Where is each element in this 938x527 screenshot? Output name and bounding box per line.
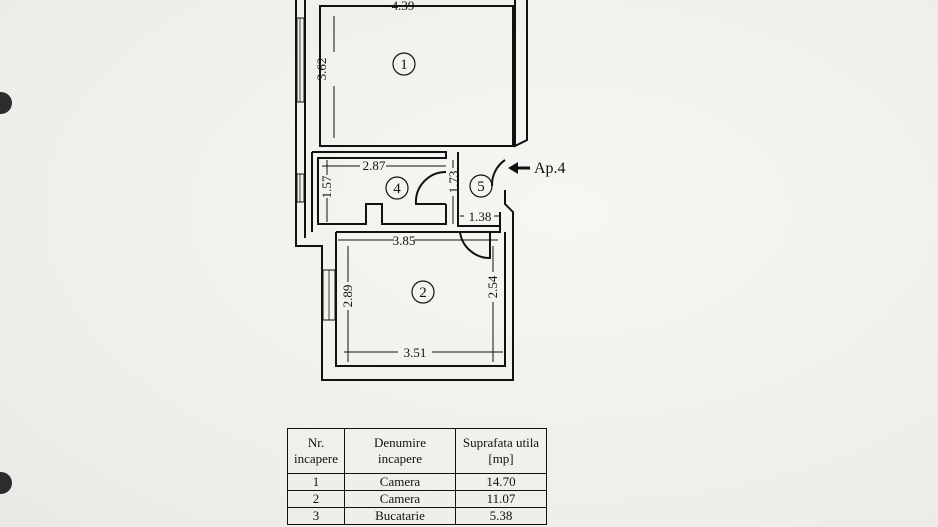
room-2-number: 2 (419, 285, 427, 301)
table-row: 2 Camera 11.07 (287, 490, 547, 508)
table-header-row: Nr. incapere Denumire incapere Suprafata… (287, 428, 547, 474)
header-nr-line2: incapere (293, 451, 339, 466)
cell-area: 5.38 (455, 507, 547, 525)
room-2-marker (411, 280, 435, 304)
room-1-number: 1 (400, 57, 408, 73)
header-nr: Nr. incapere (287, 428, 345, 474)
dim-room2-bottom-width: 3.51 (404, 345, 427, 360)
cell-area: 11.07 (455, 490, 547, 508)
room-4-outline (312, 151, 447, 225)
binder-hole-bottom (0, 472, 12, 494)
dim-room2-right-height: 2.54 (485, 275, 500, 298)
header-name: Denumire incapere (344, 428, 456, 474)
dim-room1-height: 3.62 (314, 58, 329, 81)
room-1-marker (392, 52, 416, 76)
room-area-table: Nr. incapere Denumire incapere Suprafata… (287, 428, 547, 525)
entrance-label: Ap.4 (534, 160, 566, 177)
room-1-outline (319, 5, 514, 147)
dim-hall-height: 1.73 (446, 171, 461, 194)
header-area: Suprafata utila [mp] (455, 428, 547, 474)
room-5-number: 5 (477, 179, 485, 195)
header-name-line1: Denumire (374, 435, 426, 450)
cell-name: Bucatarie (344, 507, 456, 525)
room-2-outline (335, 232, 506, 367)
header-area-line1: Suprafata utila (462, 435, 540, 450)
entrance-arrow-icon (508, 162, 530, 174)
table-row: 3 Bucatarie 5.38 (287, 507, 547, 525)
room-5-marker (469, 174, 493, 198)
cell-name: Camera (344, 490, 456, 508)
hall-outline (457, 152, 501, 227)
window-room-1 (296, 17, 305, 103)
header-area-line2: [mp] (488, 451, 514, 466)
dim-room4-width: 2.87 (363, 158, 386, 173)
dim-room2-top-width: 3.85 (393, 233, 416, 248)
cell-nr: 1 (287, 473, 345, 491)
cell-area: 14.70 (455, 473, 547, 491)
cell-nr: 3 (287, 507, 345, 525)
binder-hole-top (0, 92, 12, 114)
room-2-top (336, 226, 501, 233)
dim-room2-left-height: 2.89 (340, 285, 355, 308)
header-name-line2: incapere (377, 451, 423, 466)
cell-name: Camera (344, 473, 456, 491)
table-row: 1 Camera 14.70 (287, 473, 547, 491)
header-nr-line1: Nr. (307, 435, 325, 450)
dim-hall-width: 1.38 (469, 209, 492, 224)
door-2-arc (459, 231, 491, 260)
room-4-number: 4 (393, 181, 401, 197)
dim-room1-width: 4.39 (392, 0, 415, 13)
cell-nr: 2 (287, 490, 345, 508)
entry-door-arc (490, 159, 506, 187)
dim-room4-height: 1.57 (319, 175, 334, 198)
right-wall-top (514, 0, 528, 148)
outer-wall-left (295, 0, 514, 381)
window-room-4 (296, 173, 305, 203)
door-4-arc (414, 170, 447, 205)
room-4-marker (385, 176, 409, 200)
